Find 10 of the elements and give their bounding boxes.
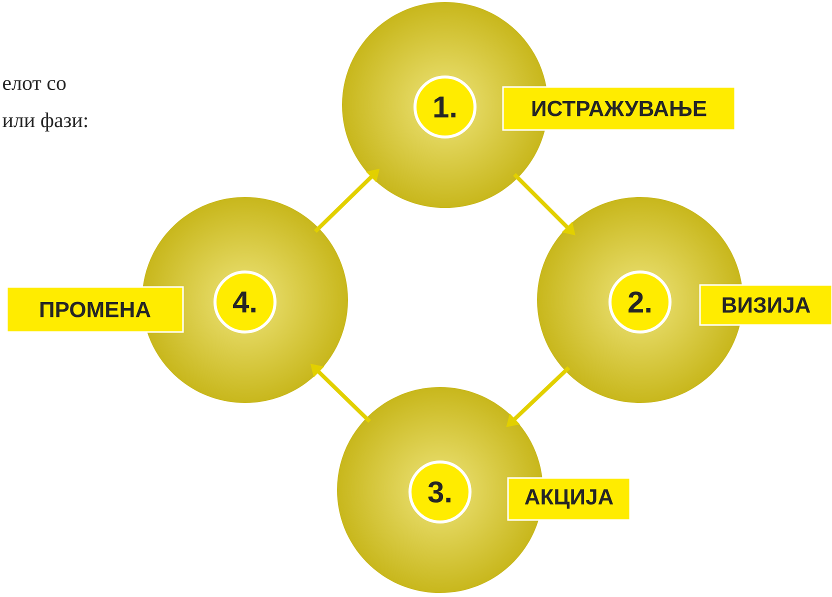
label-box: ИСТРАЖУВАЊЕ	[502, 86, 736, 131]
number-badge: 1.	[414, 76, 476, 138]
number-badge: 4.	[214, 270, 276, 334]
number-badge: 2.	[608, 270, 672, 334]
label-box: ПРОМЕНА	[6, 286, 184, 333]
label-box: АКЦИЈА	[507, 477, 631, 521]
paragraph-text: или фази:	[2, 112, 87, 132]
number-badge: 3.	[408, 460, 472, 524]
paragraph-text: елот со	[3, 80, 66, 90]
label-box: ВИЗИЈА	[699, 284, 832, 326]
